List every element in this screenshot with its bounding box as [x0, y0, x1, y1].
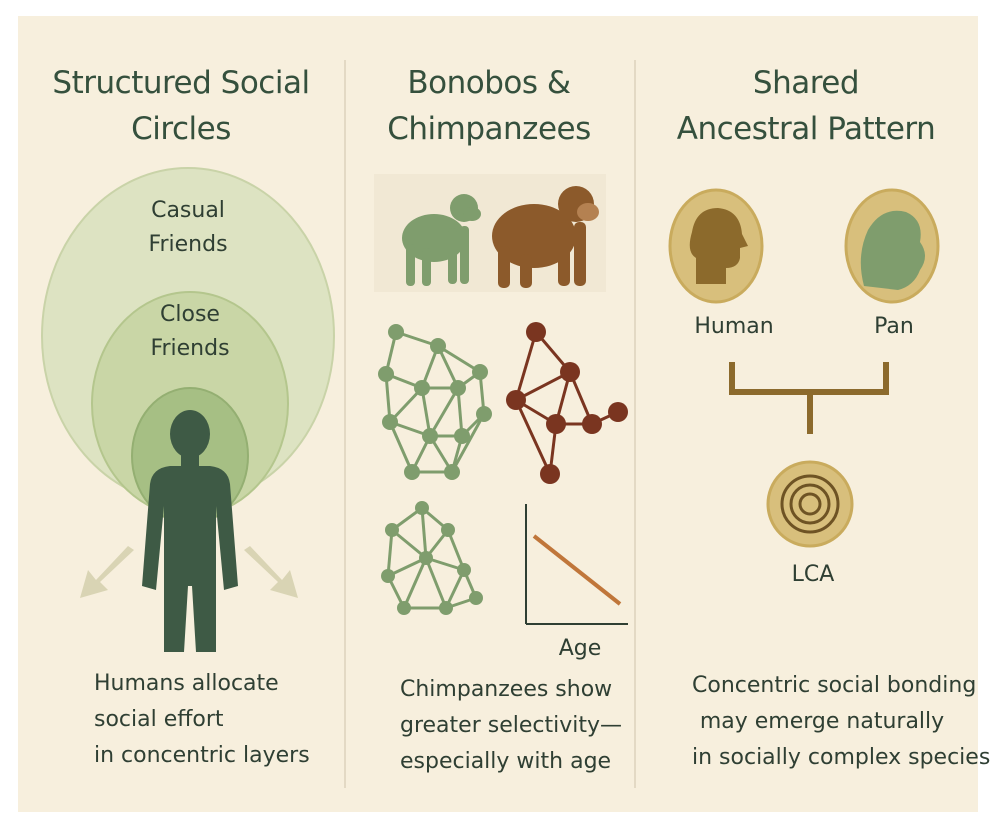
- network-node: [381, 569, 395, 583]
- chimp-network: [506, 322, 628, 484]
- trend-line: [532, 534, 622, 606]
- panel-title: Structured Social Circles: [52, 65, 310, 147]
- arrow-left-icon: [80, 546, 134, 598]
- network-edge: [386, 529, 394, 577]
- panel-caption: Chimpanzees show greater selectivity— es…: [400, 677, 622, 774]
- network-edge: [420, 507, 428, 559]
- network-edge: [387, 556, 427, 578]
- network-edge: [420, 387, 432, 437]
- network-edge: [428, 387, 460, 437]
- network-node: [397, 601, 411, 615]
- network-node: [506, 390, 526, 410]
- network-edge: [456, 387, 464, 437]
- lineage-tree: [729, 362, 889, 434]
- network-node: [450, 380, 466, 396]
- lca-medallion: [766, 460, 854, 548]
- network-edge: [391, 528, 427, 560]
- network-node: [388, 324, 404, 340]
- network-node: [422, 428, 438, 444]
- network-node: [439, 601, 453, 615]
- panel-caption: Humans allocate social effort in concent…: [94, 671, 310, 768]
- network-edge: [437, 344, 481, 374]
- network-node: [546, 414, 566, 434]
- network-edge: [384, 373, 392, 423]
- age-axis-label: Age: [558, 636, 602, 661]
- bonobo-icon: [402, 194, 481, 286]
- casual-friends-label: Casual Friends: [148, 198, 228, 257]
- network-node: [608, 402, 628, 422]
- panel-divider: [344, 60, 346, 788]
- concentric-rings-icon: [780, 474, 840, 534]
- network-edge: [450, 413, 486, 473]
- network-node: [404, 464, 420, 480]
- panel-social-circles: Structured Social Circles Casual Friends…: [18, 16, 344, 812]
- network-node: [457, 563, 471, 577]
- network-node: [526, 322, 546, 342]
- panel-title: Bonobos & Chimpanzees: [387, 65, 591, 147]
- bonobo-network-small: [381, 501, 483, 615]
- network-edge: [515, 370, 571, 402]
- chimpanzee-icon: [492, 186, 599, 288]
- network-node: [415, 501, 429, 515]
- network-edge: [388, 421, 414, 473]
- network-node: [382, 414, 398, 430]
- age-selectivity-chart: [525, 504, 628, 625]
- human-head-icon: [689, 208, 748, 284]
- network-edge: [444, 569, 466, 609]
- network-edge: [514, 399, 552, 475]
- network-node: [540, 464, 560, 484]
- ape-head-icon: [860, 210, 925, 290]
- network-edge: [514, 331, 538, 401]
- arrow-right-icon: [244, 546, 298, 598]
- infographic: Structured Social Circles Casual Friends…: [18, 16, 991, 812]
- network-node: [414, 380, 430, 396]
- panel-divider: [634, 60, 636, 788]
- bonobo-network-large: [378, 324, 492, 480]
- network-node: [441, 523, 455, 537]
- network-node: [582, 414, 602, 434]
- lca-label: LCA: [791, 562, 835, 587]
- ape-network-figure: [374, 174, 628, 625]
- panel-caption: Concentric social bonding may emerge nat…: [692, 673, 991, 770]
- network-node: [560, 362, 580, 382]
- concentric-circles-figure: [41, 167, 335, 652]
- person-silhouette-icon: [142, 410, 238, 652]
- network-node: [419, 551, 433, 565]
- network-node: [444, 464, 460, 480]
- network-edge: [402, 557, 428, 609]
- network-node: [430, 338, 446, 354]
- network-node: [476, 406, 492, 422]
- network-node: [469, 591, 483, 605]
- panel-bonobos-chimps: Bonobos & Chimpanzees: [344, 16, 634, 812]
- close-friends-label: Close Friends: [150, 302, 230, 361]
- panel-title: Shared Ancestral Pattern: [676, 65, 936, 147]
- network-node: [385, 523, 399, 537]
- network-edge: [446, 529, 466, 571]
- network-node: [454, 428, 470, 444]
- network-node: [378, 366, 394, 382]
- network-node: [472, 364, 488, 380]
- human-label: Human: [694, 314, 774, 339]
- ancestry-diagram: [668, 188, 940, 548]
- panel-ancestral-pattern: Shared Ancestral Pattern: [634, 16, 991, 812]
- network-edge: [424, 557, 448, 609]
- pan-label: Pan: [874, 314, 914, 339]
